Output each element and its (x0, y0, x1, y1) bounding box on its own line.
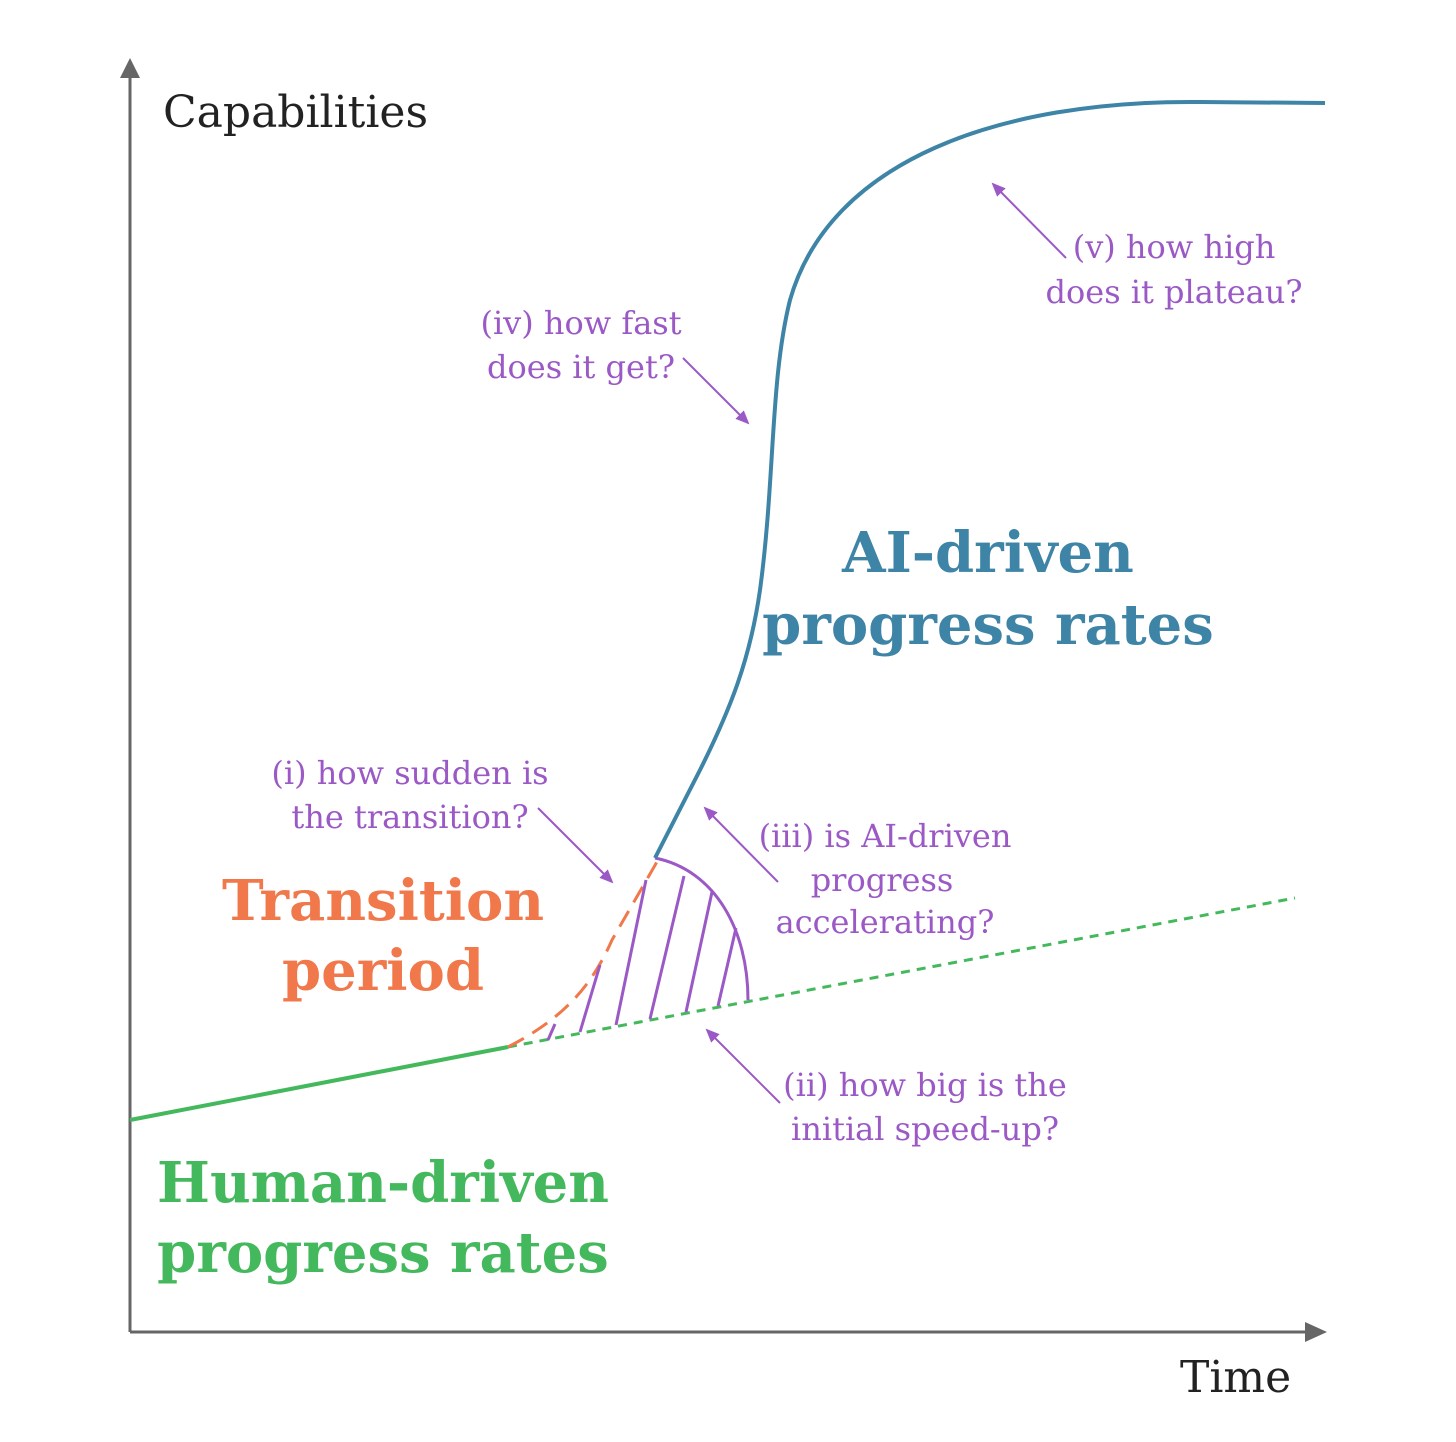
question-ii-line-2: initial speed-up? (791, 1110, 1059, 1148)
question-v-line-2: does it plateau? (1046, 273, 1303, 311)
question-i-line-2: the transition? (291, 798, 528, 836)
question-iii-line-3: accelerating? (776, 903, 995, 941)
question-iii-line-2: progress (811, 861, 954, 899)
ai-region-label-2: progress rates (762, 592, 1214, 658)
transition-region-label-1: Transition (222, 868, 544, 934)
ai-progress-curve (653, 99, 1326, 859)
human-progress-extrapolation (507, 896, 1296, 1049)
ai-region-label-1: AI-driven (841, 520, 1134, 586)
question-iv-arrow (682, 357, 750, 425)
question-i-line-1: (i) how sudden is (271, 754, 548, 792)
speed-up-hatch (546, 856, 750, 1041)
x-axis-arrowhead (1305, 1322, 1327, 1342)
x-axis-label: Time (1180, 1352, 1291, 1403)
human-region-label-1: Human-driven (157, 1150, 609, 1216)
transition-curve (507, 859, 660, 1049)
transition-region-label-2: period (282, 938, 484, 1004)
question-ii-line-1: (ii) how big is the (783, 1066, 1067, 1104)
question-iv-line-1: (iv) how fast (480, 304, 681, 342)
question-iii-arrow (703, 806, 779, 883)
question-iii-line-1: (iii) is AI-driven (759, 817, 1012, 855)
question-v-arrow (991, 182, 1067, 259)
question-v-line-1: (v) how high (1073, 228, 1276, 266)
question-ii-arrow (705, 1028, 781, 1104)
human-progress-line (129, 1045, 509, 1122)
y-axis-arrowhead (120, 58, 140, 78)
human-region-label-2: progress rates (157, 1220, 609, 1286)
question-i-arrow (537, 807, 614, 884)
y-axis-label: Capabilities (163, 87, 428, 138)
question-iv-line-2: does it get? (487, 348, 675, 386)
